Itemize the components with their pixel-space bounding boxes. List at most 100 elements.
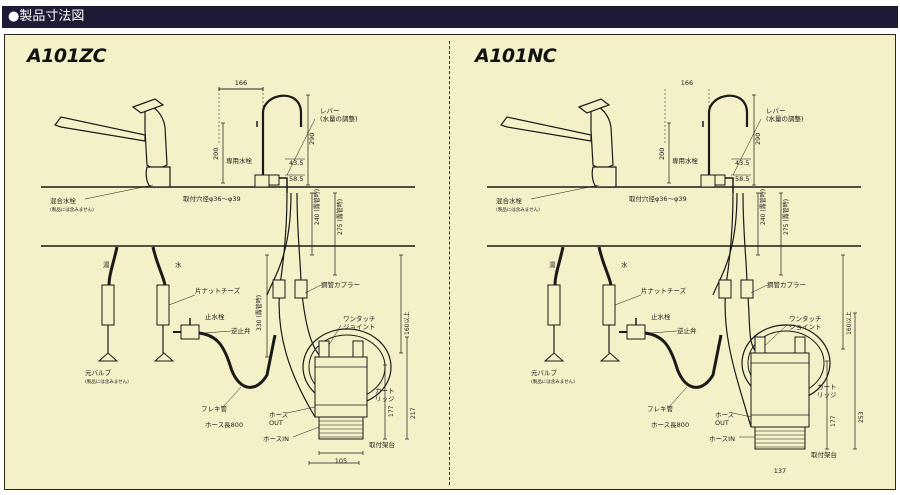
right-label-onetouch: ワンタッチジョイント	[789, 314, 822, 331]
left-dim-200	[221, 122, 225, 184]
left-dim-177	[383, 364, 387, 440]
right-dim-275	[779, 192, 783, 276]
left-label-hot: 湯	[103, 260, 110, 269]
right-label-flex: フレキ管	[647, 404, 674, 413]
left-dim-290	[306, 94, 310, 186]
section-header-bar: ●製品寸法図	[2, 6, 898, 28]
leader-line	[750, 284, 768, 294]
right-main-valve-cold-handle	[599, 352, 621, 362]
left-label-flex: フレキ管	[201, 404, 228, 413]
left-dim-275	[333, 192, 337, 276]
right-label-mixer: 混合水栓	[496, 196, 523, 205]
leader-line	[222, 386, 242, 408]
left-cartridge	[314, 356, 368, 418]
right-mixer-base	[591, 166, 617, 188]
left-dim-330	[265, 254, 269, 358]
right-dim-160-label: 160以上	[845, 312, 853, 335]
right-dim-253-label: 253	[858, 411, 865, 423]
left-faucet-gooseneck	[261, 94, 303, 180]
section-title: ●製品寸法図	[8, 9, 85, 24]
left-dim-160-label: 160以上	[403, 312, 411, 335]
left-main-valve-hot-body	[101, 284, 115, 326]
left-label-mixer: 混合水栓	[50, 196, 77, 205]
left-dim-105	[318, 451, 364, 455]
left-label-hole: 取付穴径φ36～φ39	[183, 194, 241, 203]
left-coupler-a	[272, 279, 286, 299]
left-dim-330-label: 330 (露管時)	[255, 295, 263, 331]
right-label-stopcock: 止水栓	[651, 312, 671, 321]
right-dim-166	[218, 87, 264, 91]
left-label-mount: 取付架台	[369, 440, 395, 449]
right-dim-200	[667, 122, 671, 184]
right-dim-43-5-label: 43.5	[735, 159, 749, 167]
right-label-mixer-note: (製品には含みません)	[496, 206, 540, 213]
left-hose-c	[266, 192, 292, 296]
dimension-drawing: 16620029043.558.5レバー(水量の調整)専用水栓混合水栓(製品には…	[41, 79, 865, 475]
right-faucet-body	[700, 174, 716, 188]
left-label-main-valve-note: (製品には含みません)	[85, 378, 129, 385]
right-hose-a	[725, 192, 734, 286]
left-label-hose-len: ホース長800	[205, 421, 243, 429]
leader-line	[732, 412, 752, 418]
left-label-faucet: 専用水栓	[226, 156, 253, 165]
left-joint-right	[352, 340, 364, 358]
right-hose-out-line	[724, 284, 752, 428]
leader-line	[204, 330, 232, 334]
left-hose-a	[279, 192, 288, 286]
left-faucet-body	[254, 174, 270, 188]
left-faucet-lever	[279, 177, 288, 193]
right-dim-58-5-label: 58.5	[735, 175, 749, 183]
left-dim-58-5-label: 58.5	[289, 175, 303, 183]
leader-line	[292, 426, 320, 438]
left-mixer-base	[145, 166, 171, 188]
left-dim-200-label: 200	[212, 148, 220, 160]
left-stopcock-body	[180, 324, 200, 340]
right-dim-137	[308, 461, 360, 465]
right-joint-right	[794, 336, 806, 354]
right-label-hot: 湯	[549, 260, 556, 269]
left-label-lever: レバー(水量の調整)	[320, 107, 358, 123]
leader-line	[304, 284, 322, 294]
left-dim-217	[405, 336, 409, 440]
model-name-right: A101NC	[475, 45, 557, 67]
left-pipe-hot	[107, 246, 119, 286]
right-label-cold: 水	[621, 260, 628, 269]
leader-line	[668, 386, 688, 408]
left-dim-166-label: 166	[235, 79, 247, 87]
left-mount-base	[318, 416, 364, 440]
panel-divider	[449, 41, 450, 485]
left-dim-160	[399, 254, 403, 354]
right-label-mount: 取付架台	[811, 450, 837, 459]
left-dim-105-label: 105	[335, 457, 347, 465]
right-dim-275-label: 275 (露管時)	[782, 199, 790, 235]
left-faucet-lever-block	[268, 174, 280, 186]
left-coupler-b	[294, 279, 308, 299]
leader-line	[84, 184, 154, 200]
left-label-cold: 水	[175, 260, 182, 269]
left-main-valve-hot-handle	[97, 352, 119, 362]
left-mixer-spout	[54, 116, 146, 142]
right-label-main-valve-note: (製品には含みません)	[531, 378, 575, 385]
left-pipe-cold	[151, 246, 167, 286]
right-mixer-lever-body	[590, 104, 614, 171]
right-label-katanut: 片ナットチーズ	[641, 286, 687, 295]
right-dim-240-label: 240 (露管時)	[759, 189, 767, 225]
right-hose-c	[712, 192, 738, 296]
left-flex-pipe	[198, 331, 277, 389]
left-hose-b	[296, 192, 302, 286]
right-mixer-spout	[500, 116, 592, 142]
left-side-drawing: 16620029043.558.5レバー(水量の調整)専用水栓混合水栓(製品には…	[41, 79, 417, 465]
left-label-coupler: 鋼管カプラー	[321, 280, 360, 289]
right-main-valve-hot-handle	[543, 352, 565, 362]
leader-line	[530, 184, 600, 200]
left-dim-240-label: 240 (露管時)	[313, 189, 321, 225]
leader-line	[614, 294, 642, 306]
left-main-valve-cold-handle	[153, 352, 175, 362]
left-dim-43-5-label: 43.5	[289, 159, 303, 167]
right-label-lever: レバー(水量の調整)	[766, 107, 804, 123]
left-label-mixer-note: (製品には含みません)	[50, 206, 94, 213]
left-label-main-valve: 元バルブ	[85, 368, 112, 377]
right-label-hose-len: ホース長800	[651, 421, 689, 429]
